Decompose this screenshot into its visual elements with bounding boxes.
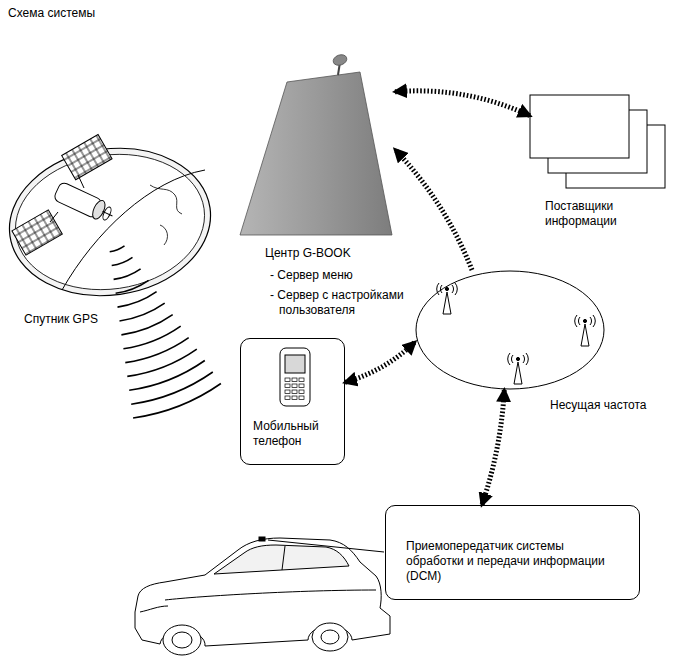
signal-arc [120, 303, 165, 321]
signal-arc [133, 384, 221, 419]
node-label: Приемопередатчик системы обработки и пер… [406, 539, 606, 584]
phone-key [299, 396, 304, 400]
signal-arc [112, 257, 133, 265]
info-providers: Поставщики информации [530, 95, 666, 189]
wireless-link [345, 342, 415, 382]
phone-key [292, 384, 297, 388]
phone-box: Мобильный телефон [240, 338, 345, 465]
phone-key [299, 378, 304, 382]
ellipse-shape [416, 271, 604, 389]
signal-arc [121, 315, 172, 335]
phone-key [292, 378, 297, 382]
node-label: Несущая частота [550, 398, 670, 413]
node-label: Спутник GPS [24, 312, 134, 327]
signal-arc [118, 292, 157, 307]
ellipse-outline [415, 270, 605, 390]
gbook-center-building [240, 53, 392, 235]
gps-satellite [12, 134, 117, 255]
base-station-antenna [437, 283, 596, 384]
node-label: Мобильный телефон [253, 419, 341, 449]
phone-key [292, 396, 297, 400]
gps-satellite-node: Спутник GPS [10, 150, 210, 300]
globe [0, 136, 220, 309]
phone-key [285, 390, 290, 394]
server-center: Центр G-BOOK- Сервер меню- Сервер с наст… [240, 62, 395, 237]
signal-arc [131, 372, 213, 404]
info-provider-sheets [530, 95, 665, 188]
signal-arc [116, 280, 149, 293]
wireless-link [395, 91, 530, 116]
signal-arc [114, 269, 141, 280]
carrier-network: Несущая частота [415, 270, 605, 390]
signal-arc [129, 361, 205, 391]
signal-arc [110, 246, 125, 252]
wireless-link [395, 150, 472, 271]
leader-line [268, 540, 384, 552]
phone-key [285, 384, 290, 388]
diagram-title: Схема системы [8, 6, 95, 21]
mobile-phone-icon [280, 348, 310, 406]
car [135, 537, 390, 655]
phone-key [285, 378, 290, 382]
phone-key [292, 390, 297, 394]
dcm-box: Приемопередатчик системы обработки и пер… [385, 505, 640, 600]
node-sublabel: - Сервер с настройками пользователя [270, 288, 410, 318]
phone-key [285, 396, 290, 400]
wireless-link [482, 390, 504, 505]
gps-signal [110, 246, 221, 418]
phone-key [299, 390, 304, 394]
signal-arc [125, 338, 188, 363]
signal-arc [123, 326, 180, 349]
phone-key [299, 384, 304, 388]
node-sublabel: - Сервер меню [270, 268, 410, 283]
node-label: Поставщики информации [545, 199, 650, 229]
node-label: Центр G-BOOK [265, 246, 405, 261]
